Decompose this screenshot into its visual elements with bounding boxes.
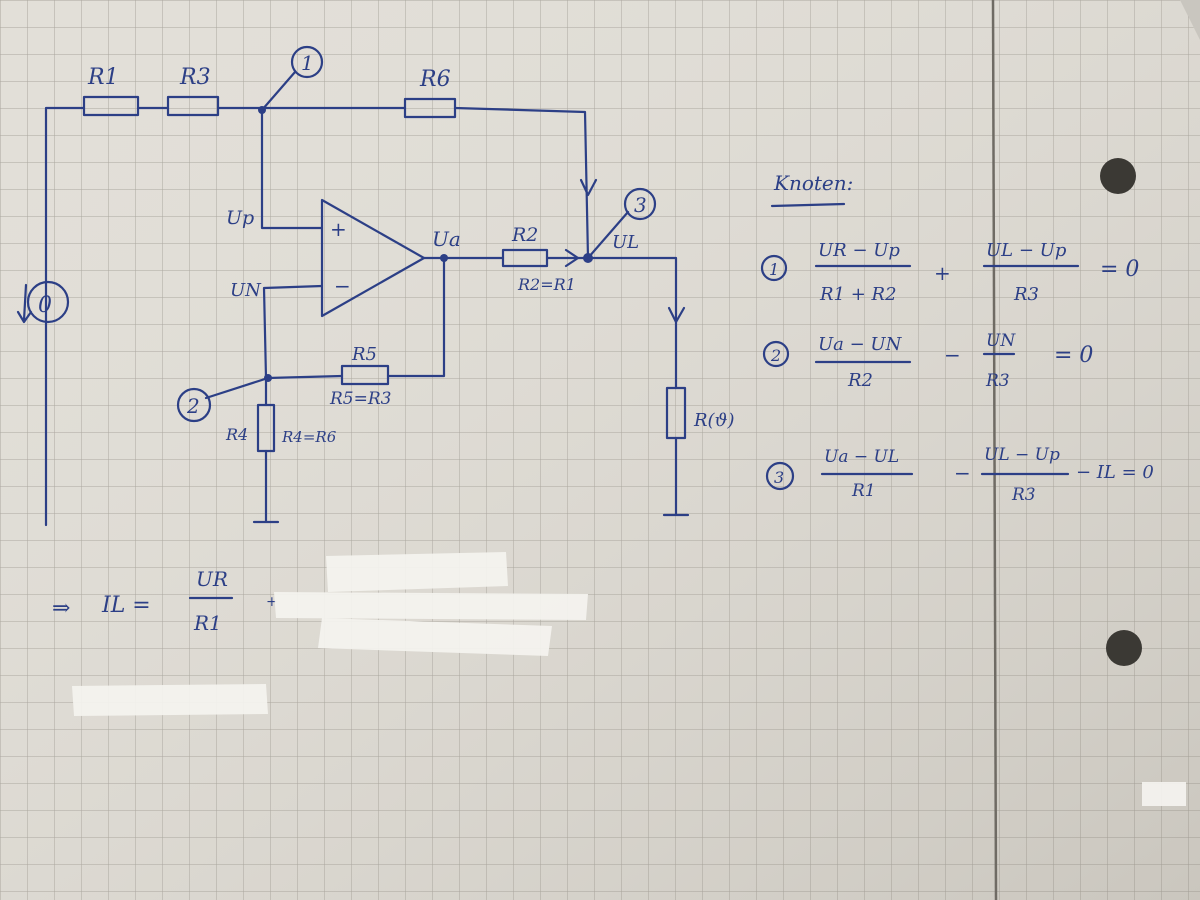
note-r5-eq-r3: R5=R3 <box>329 389 391 409</box>
source-label: 0 <box>38 293 52 318</box>
eq1-term2-numerator: UL − Up <box>986 240 1067 261</box>
eq2-operator: − <box>944 343 961 367</box>
result-lhs: IL = <box>101 593 151 618</box>
eq3-term1-denominator: R1 <box>851 481 876 501</box>
label-r4: R4 <box>225 425 248 444</box>
eq3-rhs: − IL = 0 <box>1076 462 1154 483</box>
eq2-term2-denominator: R3 <box>985 371 1010 391</box>
label-up: Up <box>226 207 254 229</box>
label-r2: R2 <box>511 224 538 246</box>
note-r2-eq-r1: R2=R1 <box>517 275 576 294</box>
voltage-source: 0 <box>16 280 70 324</box>
label-r3: R3 <box>179 65 211 90</box>
label-r-load: R(ϑ) <box>693 410 734 431</box>
node-3-number: 3 <box>634 193 647 217</box>
label-r1: R1 <box>87 65 119 90</box>
binder-hole-top <box>1100 158 1136 194</box>
result-numerator: UR <box>196 567 228 591</box>
note-r4-eq-r6: R4=R6 <box>281 428 337 446</box>
eq1-term2-denominator: R3 <box>1013 284 1039 305</box>
equation-2: 2 Ua − UN R2 − UN R3 = 0 <box>762 331 1093 391</box>
label-ul: UL <box>612 232 639 253</box>
opamp-plus: + <box>330 217 347 241</box>
label-r6: R6 <box>419 67 451 92</box>
equation-3: 3 Ua − UL R1 − UL − Up R3 − IL = 0 <box>765 445 1154 505</box>
eq1-number: 1 <box>769 260 779 279</box>
page-fold-line <box>991 0 998 900</box>
label-r5: R5 <box>351 344 377 365</box>
label-un: UN <box>230 280 262 301</box>
eq2-term2-numerator: UN <box>986 331 1016 351</box>
label-ua: Ua <box>432 227 461 251</box>
eq2-term1-denominator: R2 <box>847 370 873 391</box>
node-2-marker: 2 <box>176 387 212 423</box>
circuit-diagram: 0 R1 R3 R6 1 Up + − UN <box>16 45 734 527</box>
opamp: + − <box>320 198 426 318</box>
eq3-operator: − <box>954 461 971 485</box>
result-denominator: R1 <box>193 611 222 635</box>
resistor-r6 <box>403 97 457 119</box>
binder-hole-bottom <box>1106 630 1142 666</box>
result-line: ⇒ IL = UR R1 + <box>52 567 278 635</box>
equation-1: 1 UR − Up R1 + R2 + UL − Up R3 = 0 <box>760 240 1139 305</box>
eq3-number: 3 <box>774 468 784 487</box>
node-2-number: 2 <box>186 394 200 418</box>
eq1-term1-numerator: UR − Up <box>818 240 900 261</box>
result-plus: + <box>266 594 278 610</box>
eq2-term1-numerator: Ua − UN <box>818 334 903 355</box>
eq1-operator: + <box>934 261 951 285</box>
eq1-rhs: = 0 <box>1100 257 1139 282</box>
eq3-term2-denominator: R3 <box>1011 485 1036 505</box>
opamp-minus: − <box>334 274 351 298</box>
correction-tape <box>72 552 1186 806</box>
eq2-number: 2 <box>770 346 781 365</box>
eq2-rhs: = 0 <box>1054 343 1093 368</box>
node-3-marker: 3 <box>623 187 657 221</box>
equations-heading: Knoten: <box>773 171 853 195</box>
node-1-marker: 1 <box>290 45 324 79</box>
eq1-term1-denominator: R1 + R2 <box>819 284 897 305</box>
eq3-term2-numerator: UL − Up <box>984 445 1060 465</box>
eq3-term1-numerator: Ua − UL <box>824 447 899 467</box>
node-equations: Knoten: 1 UR − Up R1 + R2 + UL − Up R3 =… <box>760 171 1154 505</box>
node-1-number: 1 <box>301 51 314 75</box>
implies-arrow: ⇒ <box>52 596 70 621</box>
resistor-r1 <box>82 95 140 117</box>
resistor-r3 <box>166 95 220 117</box>
